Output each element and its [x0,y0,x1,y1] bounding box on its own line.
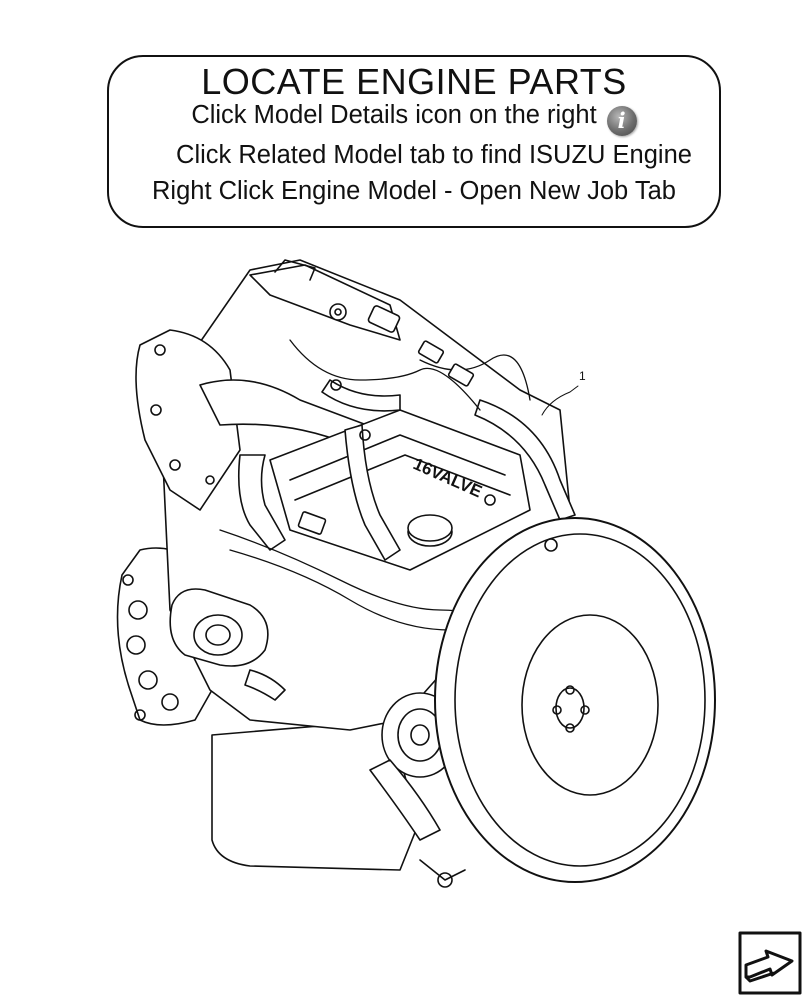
callout-label-1: 1 [579,369,586,383]
instruction-line-related-model: Click Related Model tab to find ISUZU En… [176,141,692,169]
oil-pan [211,719,419,871]
navigation-button[interactable] [738,931,802,995]
instruction-line-open-job-tab: Right Click Engine Model - Open New Job … [152,177,676,205]
instruction-box: LOCATE ENGINE PARTS Click Model Details … [107,55,721,228]
instruction-line-1-text: Click Model Details icon on the right [191,101,597,129]
engine-diagram: 16VALVE [116,259,716,888]
instruction-line-model-details: Click Model Details icon on the right i [109,101,719,136]
coolant-hose [237,454,286,551]
intake-manifold [135,329,241,511]
arrow-into-box-icon [738,931,802,995]
instruction-title: LOCATE ENGINE PARTS [201,61,627,102]
callout-leader-line [541,385,579,416]
info-icon[interactable]: i [606,106,637,136]
